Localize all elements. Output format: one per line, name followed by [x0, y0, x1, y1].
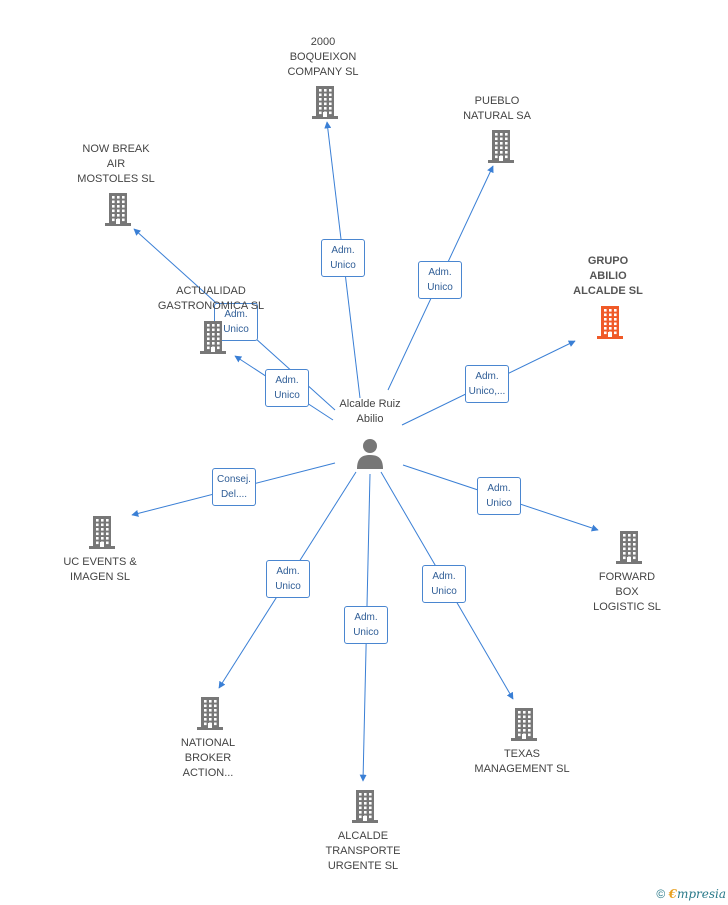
edge-label-pueblo[interactable]: Adm.Unico: [418, 261, 462, 299]
edge-label-national[interactable]: Adm.Unico: [266, 560, 310, 598]
edge-label-boqueixon[interactable]: Adm.Unico: [321, 239, 365, 277]
building-icon[interactable]: [486, 129, 516, 163]
building-icon[interactable]: [103, 192, 133, 226]
building-icon[interactable]: [87, 515, 117, 549]
building-icon[interactable]: [614, 530, 644, 564]
copyright-symbol: ©: [656, 887, 666, 901]
edge-label-texas[interactable]: Adm.Unico: [422, 565, 466, 603]
edge-label-grupo[interactable]: Adm.Unico,...: [465, 365, 509, 403]
edge-label-transporte[interactable]: Adm.Unico: [344, 606, 388, 644]
building-icon[interactable]: [195, 696, 225, 730]
person-icon[interactable]: [355, 437, 385, 469]
footer-brand: © €mpresia: [656, 887, 726, 901]
edge-label-actualidad[interactable]: Adm.Unico: [265, 369, 309, 407]
edge-label-ucevents[interactable]: Consej.Del....: [212, 468, 256, 506]
edge-label-nowbreak[interactable]: Adm.Unico: [214, 303, 258, 341]
building-icon[interactable]: [350, 789, 380, 823]
edge-label-forward[interactable]: Adm.Unico: [477, 477, 521, 515]
building-icon[interactable]: [198, 320, 228, 354]
brand-logo: €mpresia: [668, 887, 726, 901]
node-label-ucevents[interactable]: UC EVENTS &IMAGEN SL: [63, 556, 137, 583]
building-icon[interactable]: [310, 85, 340, 119]
building-icon[interactable]: [595, 305, 625, 339]
building-icon[interactable]: [509, 707, 539, 741]
